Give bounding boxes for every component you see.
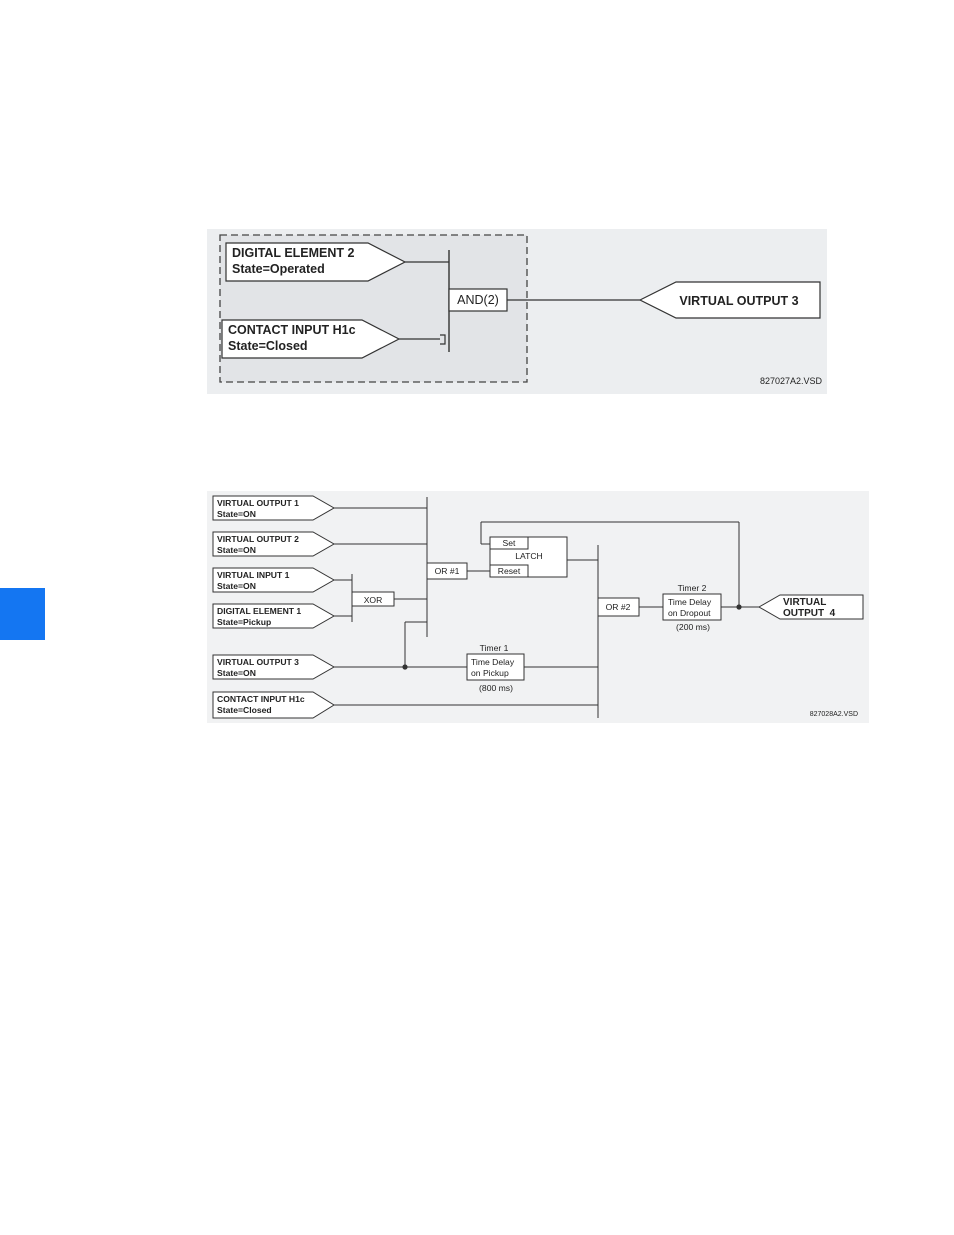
vo2-line1: VIRTUAL OUTPUT 2 — [217, 534, 299, 544]
input-1-line2: State=Operated — [232, 262, 325, 276]
input-contact-input-h1c — [212, 691, 335, 719]
latch-set-label: Set — [503, 538, 517, 548]
section-side-tab — [0, 588, 45, 640]
input-digital-element-2 — [225, 242, 407, 282]
vo2-line2: State=ON — [217, 545, 256, 555]
drawing-code: 827027A2.VSD — [760, 376, 823, 386]
vo4-line1: VIRTUAL — [783, 597, 826, 608]
vo1-line2: State=ON — [217, 509, 256, 519]
timer2-line1: Time Delay — [668, 597, 712, 607]
diagram-1: DIGITAL ELEMENT 2 State=Operated CONTACT… — [207, 229, 827, 394]
input-virtual-output-3 — [212, 654, 336, 680]
ci-line1: CONTACT INPUT H1c — [217, 694, 305, 704]
latch-label: LATCH — [515, 551, 543, 561]
or2-label: OR #2 — [606, 602, 631, 612]
timer1-block — [466, 653, 525, 681]
latch-reset-port — [489, 564, 529, 578]
input-1-line1: DIGITAL ELEMENT 2 — [232, 246, 355, 260]
input-digital-element-1 — [212, 603, 336, 629]
latch-reset-label: Reset — [498, 566, 521, 576]
or2-gate — [597, 597, 640, 617]
latch-set-port — [489, 536, 529, 550]
vo3-line1: VIRTUAL OUTPUT 3 — [217, 657, 299, 667]
vo3-line2: State=ON — [217, 668, 256, 678]
timer2-line2: on Dropout — [668, 608, 711, 618]
vi1-line2: State=ON — [217, 581, 256, 591]
ci-line2: State=Closed — [217, 705, 272, 715]
input-virtual-output-2 — [212, 531, 336, 557]
vo4-line2: OUTPUT 4 — [783, 608, 836, 619]
diagram-2: VIRTUAL OUTPUT 1 State=ON VIRTUAL OUTPUT… — [207, 491, 869, 723]
timer1-title: Timer 1 — [480, 643, 509, 653]
timer1-delay: (800 ms) — [479, 683, 513, 693]
input-virtual-input-1 — [212, 567, 336, 593]
junction-dot — [736, 604, 742, 610]
de1-line2: State=Pickup — [217, 617, 271, 627]
xor-gate — [351, 591, 395, 607]
drawing-code-2: 827028A2.VSD — [810, 711, 858, 718]
or1-gate — [426, 562, 468, 580]
timer2-delay: (200 ms) — [676, 622, 710, 632]
inverter-symbol — [440, 334, 446, 345]
timer2-title: Timer 2 — [678, 583, 707, 593]
or1-label: OR #1 — [435, 566, 460, 576]
timer1-line2: on Pickup — [471, 668, 509, 678]
and-gate-label: AND(2) — [457, 293, 499, 307]
timer2-block — [662, 593, 722, 621]
junction-dot — [402, 664, 408, 670]
vi1-line1: VIRTUAL INPUT 1 — [217, 570, 290, 580]
input-2-line2: State=Closed — [228, 339, 308, 353]
input-virtual-output-1 — [212, 495, 336, 521]
de1-line1: DIGITAL ELEMENT 1 — [217, 606, 301, 616]
input-contact-input-h1c — [221, 319, 401, 359]
output-virtual-output-3 — [638, 281, 821, 319]
output-virtual-output-4 — [757, 594, 864, 620]
timer1-line1: Time Delay — [471, 657, 515, 667]
output-label: VIRTUAL OUTPUT 3 — [679, 294, 798, 308]
vo1-line1: VIRTUAL OUTPUT 1 — [217, 498, 299, 508]
xor-label: XOR — [364, 595, 383, 605]
input-2-line1: CONTACT INPUT H1c — [228, 323, 356, 337]
